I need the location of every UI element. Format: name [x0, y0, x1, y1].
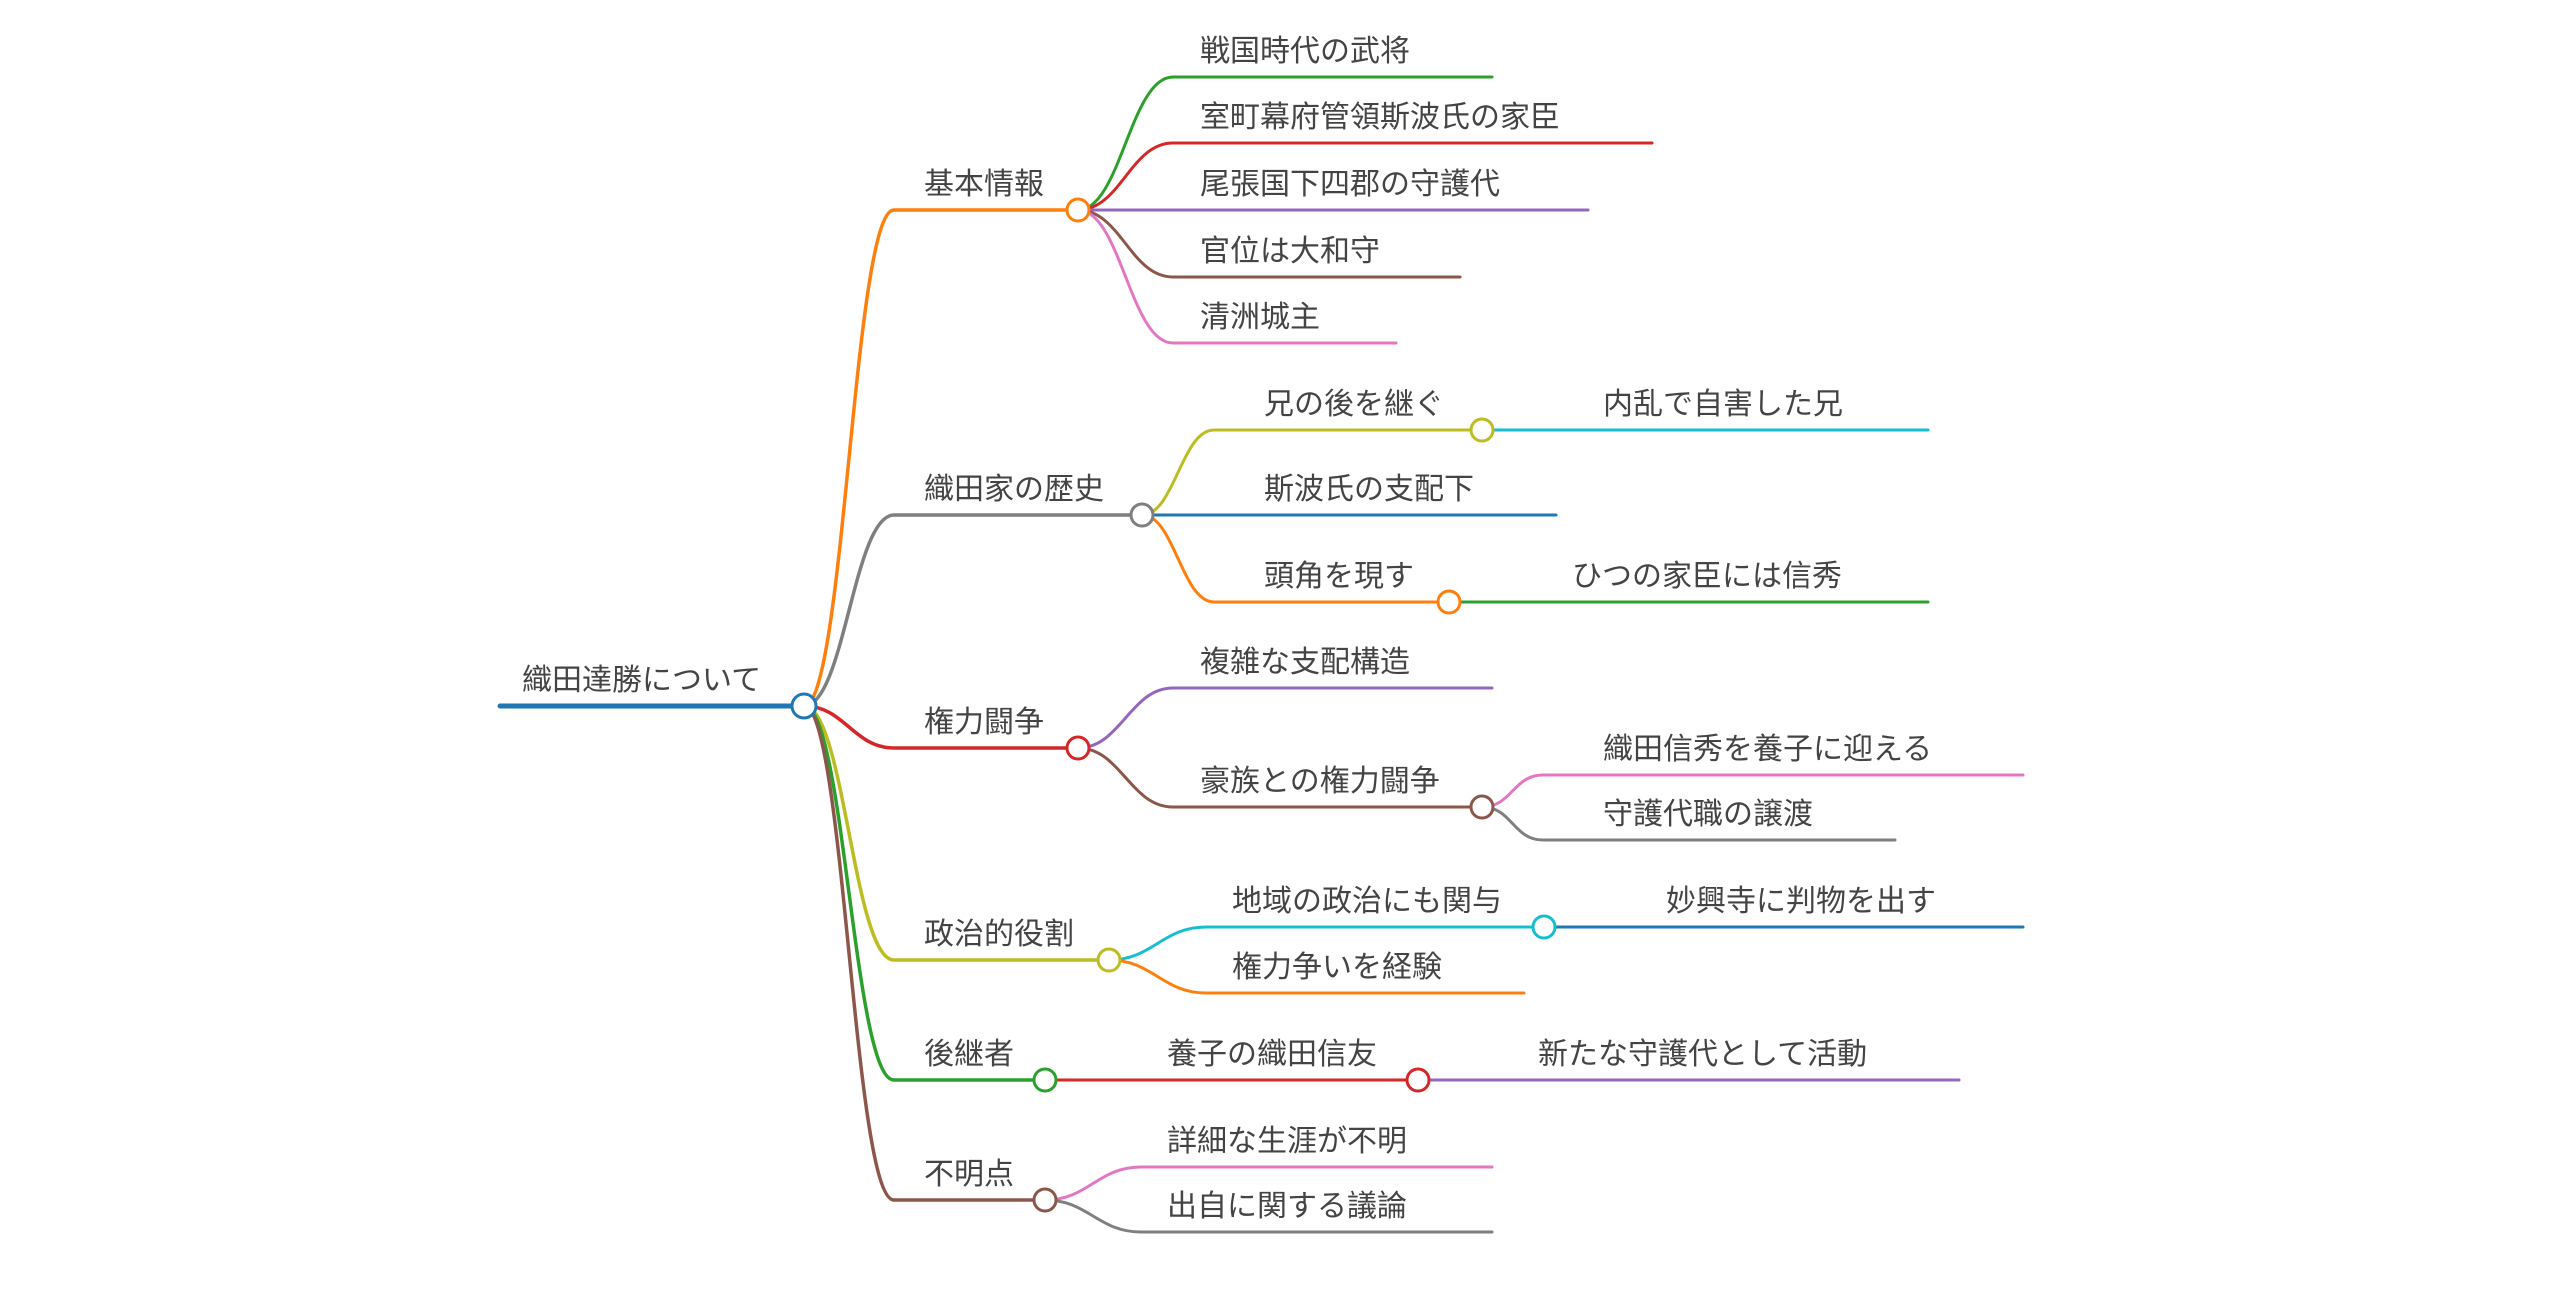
node-label[interactable]: 妙興寺に判物を出す	[1666, 884, 1936, 919]
root-collapse-toggle-icon[interactable]	[790, 692, 818, 720]
collapse-toggle-icon[interactable]	[1469, 417, 1495, 443]
collapse-toggle-icon[interactable]	[1469, 794, 1495, 820]
collapse-toggle-icon[interactable]	[1531, 914, 1557, 940]
branch-connector	[802, 704, 1080, 750]
node-label[interactable]: 守護代職の譲渡	[1603, 797, 1813, 832]
branch-connector	[802, 704, 1047, 1202]
node-label[interactable]: 新たな守護代として活動	[1538, 1037, 1867, 1072]
node-label[interactable]: 政治的役割	[924, 917, 1074, 952]
node-label[interactable]: 官位は大和守	[1200, 234, 1380, 269]
collapse-toggle-icon[interactable]	[1032, 1067, 1058, 1093]
node-label[interactable]: 出自に関する議論	[1167, 1189, 1407, 1224]
collapse-toggle-icon[interactable]	[1096, 947, 1122, 973]
branch-connector	[1076, 746, 1484, 809]
node-label[interactable]: 清洲城主	[1200, 300, 1320, 335]
node-label[interactable]: 斯波氏の支配下	[1264, 472, 1474, 507]
node-label[interactable]: 基本情報	[924, 167, 1044, 202]
node-label[interactable]: 権力争いを経験	[1232, 950, 1442, 985]
node-label[interactable]: 戦国時代の武将	[1200, 34, 1410, 69]
node-label[interactable]: 織田家の歴史	[924, 472, 1104, 507]
node-label[interactable]: 頭角を現す	[1264, 559, 1414, 594]
node-label[interactable]: 室町幕府管領斯波氏の家臣	[1200, 100, 1560, 135]
node-label[interactable]: 不明点	[924, 1157, 1014, 1192]
branch-connector	[1076, 208, 1462, 279]
branch-connector	[802, 513, 1144, 708]
branch-connector	[1076, 75, 1494, 212]
node-label[interactable]: 地域の政治にも関与	[1232, 884, 1502, 919]
branch-connector	[1043, 1198, 1494, 1234]
node-label[interactable]: 豪族との権力闘争	[1200, 764, 1440, 799]
collapse-toggle-icon[interactable]	[1065, 735, 1091, 761]
collapse-toggle-icon[interactable]	[1065, 197, 1091, 223]
collapse-toggle-icon[interactable]	[1129, 502, 1155, 528]
node-label[interactable]: ひつの家臣には信秀	[1572, 559, 1842, 594]
node-label[interactable]: 後継者	[924, 1037, 1014, 1072]
node-label[interactable]: 兄の後を継ぐ	[1264, 387, 1444, 422]
branch-connector	[1043, 1165, 1494, 1202]
branch-connector	[1076, 686, 1494, 750]
collapse-toggle-icon[interactable]	[1032, 1187, 1058, 1213]
node-label[interactable]: 尾張国下四郡の守護代	[1200, 167, 1500, 202]
branch-connector	[802, 704, 1047, 1082]
node-label[interactable]: 複雑な支配構造	[1200, 645, 1410, 680]
branch-connector	[1076, 208, 1398, 345]
root-label[interactable]: 織田達勝について	[522, 663, 761, 698]
node-label[interactable]: 権力闘争	[924, 705, 1044, 740]
branch-connector	[1076, 141, 1654, 212]
branch-connector	[1107, 925, 1546, 962]
node-label[interactable]: 詳細な生涯が不明	[1167, 1124, 1407, 1159]
node-label[interactable]: 養子の織田信友	[1167, 1037, 1377, 1072]
branch-connector	[1107, 958, 1526, 995]
collapse-toggle-icon[interactable]	[1436, 589, 1462, 615]
node-label[interactable]: 内乱で自害した兄	[1603, 387, 1843, 422]
branch-connector	[802, 704, 1111, 962]
branch-connector	[802, 208, 1080, 708]
node-label[interactable]: 織田信秀を養子に迎える	[1603, 732, 1932, 767]
collapse-toggle-icon[interactable]	[1405, 1067, 1431, 1093]
